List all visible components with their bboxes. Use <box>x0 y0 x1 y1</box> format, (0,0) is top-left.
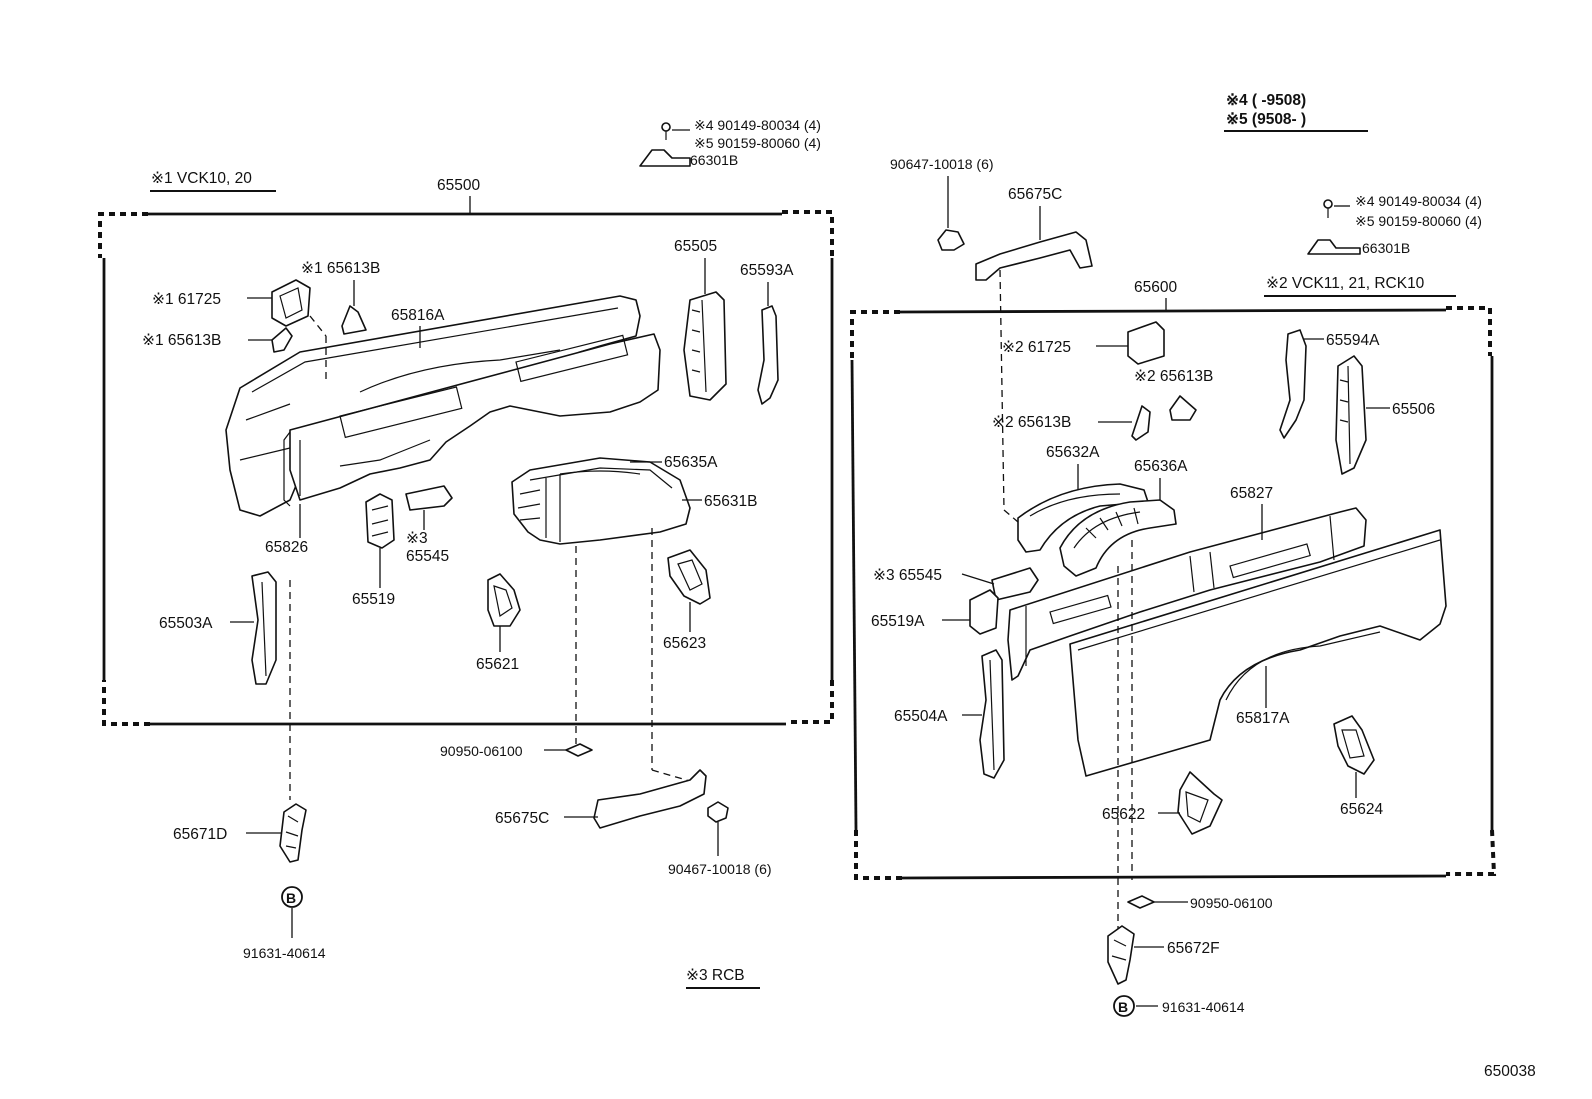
label-65504a: 65504A <box>894 708 948 725</box>
hinge-bracket-icon <box>639 149 691 167</box>
clip-icon-right <box>937 229 965 251</box>
label-65675c-right: 65675C <box>1008 186 1062 203</box>
label-b-right: B <box>1118 999 1128 1015</box>
inner-panel-65827 <box>1007 507 1367 681</box>
label-mark3-left: ※3 <box>406 530 428 547</box>
pillar-65506 <box>1335 355 1367 475</box>
bracket-65545-right <box>991 567 1039 601</box>
label-65624: 65624 <box>1340 801 1383 818</box>
label-65636a: 65636A <box>1134 458 1188 475</box>
bracket-65671d <box>279 803 307 863</box>
label-90950-left: 90950-06100 <box>440 743 523 759</box>
cap-61725-right <box>1127 321 1165 365</box>
bracket-65613b-a <box>341 305 367 335</box>
label-66301b-left: 66301B <box>690 152 738 168</box>
bracket-65613b-b <box>271 327 293 353</box>
label-65613b-right-a: ※2 65613B <box>1134 368 1213 385</box>
note-serial-b: ※5 (9508- ) <box>1226 111 1306 128</box>
label-61725-right: ※2 61725 <box>1002 339 1071 356</box>
outer-panel-65817a <box>1069 529 1447 777</box>
label-61725-left: ※1 61725 <box>152 291 221 308</box>
note-vck10-20: ※1 VCK10, 20 <box>151 170 252 187</box>
bracket-65519a <box>969 589 999 635</box>
label-screw5-right: ※5 90159-80060 (4) <box>1355 213 1482 229</box>
label-65621: 65621 <box>476 656 519 673</box>
label-65613b-b-left: ※1 65613B <box>142 332 221 349</box>
screw-icon <box>661 122 671 140</box>
diagram-id: 650038 <box>1484 1063 1536 1080</box>
pad-90950-left <box>565 743 593 757</box>
bolt-b-circle-left <box>281 886 303 908</box>
label-65503a: 65503A <box>159 615 213 632</box>
wheelhouse-65631b <box>511 457 691 545</box>
clip-icon <box>707 801 729 823</box>
label-65635a: 65635A <box>664 454 718 471</box>
label-90950-right: 90950-06100 <box>1190 895 1273 911</box>
label-65672f: 65672F <box>1167 940 1220 957</box>
note-vck11-21-rck10: ※2 VCK11, 21, RCK10 <box>1266 275 1425 292</box>
label-screw5-left: ※5 90159-80060 (4) <box>694 135 821 151</box>
label-bolt-left: 91631-40614 <box>243 945 326 961</box>
garnish-65675c-right <box>975 231 1093 281</box>
label-b-left: B <box>286 890 296 906</box>
label-screw4-right: ※4 90149-80034 (4) <box>1355 193 1482 209</box>
bracket-65545-left <box>405 485 453 511</box>
gusset-65622 <box>1177 771 1223 835</box>
bracket-65519 <box>365 493 395 549</box>
label-90467: 90467-10018 (6) <box>668 861 772 877</box>
label-65817a: 65817A <box>1236 710 1290 727</box>
left-group-frame <box>98 210 834 726</box>
gusset-65624 <box>1333 715 1375 775</box>
pad-90950-right <box>1127 895 1155 909</box>
label-65827: 65827 <box>1230 485 1273 502</box>
bracket-65613b-right-b <box>1131 405 1151 441</box>
label-65600: 65600 <box>1134 279 1177 296</box>
bracket-65672f <box>1107 925 1135 985</box>
gusset-65623 <box>667 549 711 605</box>
screw-icon-right <box>1323 199 1333 218</box>
reinforcement-65594a <box>1279 329 1307 439</box>
label-65632a: 65632A <box>1046 444 1100 461</box>
note-serial-a: ※4 ( -9508) <box>1226 92 1306 109</box>
bracket-65613b-right-a <box>1169 395 1197 421</box>
note-rcb: ※3 RCB <box>686 967 745 984</box>
hinge-bracket-icon-right <box>1307 239 1361 255</box>
label-65506: 65506 <box>1392 401 1435 418</box>
label-65826: 65826 <box>265 539 308 556</box>
label-65613b-right-b: ※2 65613B <box>992 414 1071 431</box>
label-65545-left: 65545 <box>406 548 449 565</box>
label-65631b: 65631B <box>704 493 757 510</box>
wheelhouse-65636a <box>1059 499 1177 577</box>
label-bolt-right: 91631-40614 <box>1162 999 1245 1015</box>
garnish-65675c-left <box>593 769 707 829</box>
label-65613b-a-left: ※1 65613B <box>301 260 380 277</box>
label-65519: 65519 <box>352 591 395 608</box>
label-screw4-left: ※4 90149-80034 (4) <box>694 117 821 133</box>
label-65505: 65505 <box>674 238 717 255</box>
label-65519a: 65519A <box>871 613 925 630</box>
label-65675c-left: 65675C <box>495 810 549 827</box>
label-65545-right: ※3 65545 <box>873 567 942 584</box>
label-65594a: 65594A <box>1326 332 1380 349</box>
label-65500: 65500 <box>437 177 480 194</box>
pillar-65505 <box>683 291 727 401</box>
label-65671d: 65671D <box>173 826 227 843</box>
right-group-frame <box>850 306 1497 880</box>
bolt-b-circle-right <box>1113 995 1135 1017</box>
label-65622: 65622 <box>1102 806 1145 823</box>
gusset-65621 <box>487 573 521 627</box>
label-65816a: 65816A <box>391 307 445 324</box>
front-panel-65826 <box>283 333 661 507</box>
label-90647: 90647-10018 (6) <box>890 156 994 172</box>
label-65623: 65623 <box>663 635 706 652</box>
label-65593a: 65593A <box>740 262 794 279</box>
cap-61725-left <box>271 279 311 327</box>
label-66301b-right: 66301B <box>1362 240 1410 256</box>
reinforcement-65593a <box>757 305 779 405</box>
